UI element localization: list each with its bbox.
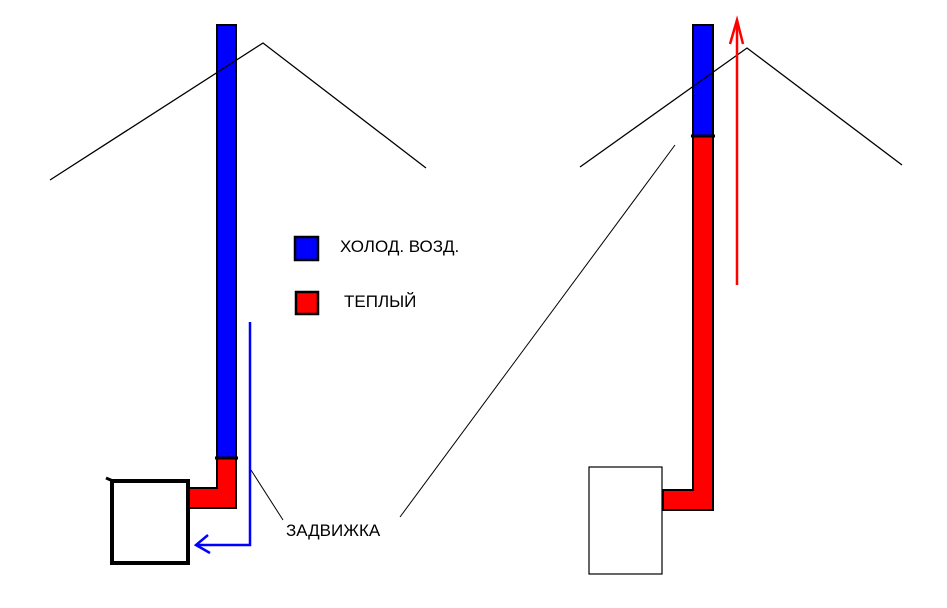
legend-cold-label: ХОЛОД. ВОЗД. (340, 237, 459, 256)
right-scene (579, 15, 903, 575)
right-stove (588, 466, 663, 575)
damper-label: ЗАДВИЖКА (286, 521, 381, 540)
left-stove-mark (105, 476, 114, 483)
legend-cold-swatch (293, 235, 320, 262)
left-scene (49, 24, 427, 565)
left-pipe-cold-section (216, 24, 237, 459)
damper-leader-right (399, 144, 676, 518)
right-roof (579, 47, 903, 168)
left-stove (110, 479, 190, 565)
damper-leader-left (250, 469, 284, 521)
right-pipe-cold-section (692, 24, 714, 137)
right-pipe-warm-section (662, 135, 714, 511)
legend-warm-swatch (294, 290, 320, 316)
left-roof (49, 42, 427, 181)
left-pipe-warm-elbow (188, 457, 237, 509)
cold-draft-arrow (193, 322, 252, 555)
legend-warm-label: ТЕПЛЫЙ (344, 292, 416, 311)
legend: ХОЛОД. ВОЗД. ТЕПЛЫЙ (293, 235, 459, 316)
warm-draft-arrow (728, 15, 745, 285)
